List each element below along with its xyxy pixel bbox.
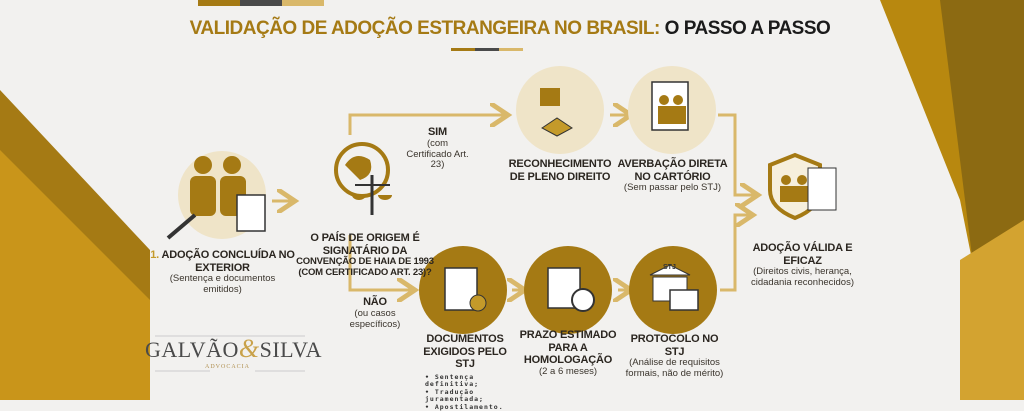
registration-title: AVERBAÇÃO DIRETA NO CARTÓRIO — [617, 158, 728, 183]
left-light-wedge — [0, 150, 150, 400]
page-title: VALIDAÇÃO DE ADOÇÃO ESTRANGEIRA NO BRASI… — [150, 18, 870, 40]
title-part2: O PASSO A PASSO — [664, 18, 831, 39]
diagram-graphics — [0, 0, 1024, 400]
shield-family-checklist-icon — [768, 152, 837, 221]
yes-label: SIM — [428, 126, 447, 138]
question-line2: CONVENÇÃO DE HAIA DE 1993 (COM CERTIFICA… — [296, 256, 434, 279]
step-start-title: ADOÇÃO CONCLUÍDA NO EXTERIOR — [161, 249, 295, 274]
step-registration: AVERBAÇÃO DIRETA NO CARTÓRIO (Sem passar… — [615, 158, 730, 194]
right-bottom-wedge — [960, 220, 1024, 400]
protocol-note: (Análise de requisitos formais, não de m… — [625, 357, 724, 380]
documents-item: • Apostilamento. — [425, 402, 504, 411]
stamp-handshake-icon — [516, 66, 604, 154]
globe-scales-icon — [334, 142, 392, 215]
flow-connectors — [272, 115, 755, 290]
documents-list: • Sentença definitiva; • Tradução jurame… — [425, 372, 515, 411]
company-logo: GALVÃO&SILVA ADVOCACIA — [145, 334, 323, 370]
deadline-note: (2 a 6 meses) — [538, 365, 598, 377]
step-start-note: (Sentença e documentos emitidos) — [169, 273, 276, 296]
step-question: O PAÍS DE ORIGEM É SIGNATÁRIO DA CONVENÇ… — [290, 232, 440, 279]
branch-yes: SIM (com Certificado Art. 23) — [405, 126, 470, 171]
step-number: 1. — [150, 249, 160, 261]
step-protocol: PROTOCOLO NO STJ (Análise de requisitos … — [622, 333, 727, 380]
yes-note: (com Certificado Art. 23) — [406, 137, 469, 171]
documents-item: • Tradução juramentada; — [425, 387, 484, 404]
result-title: ADOÇÃO VÁLIDA E EFICAZ — [752, 242, 853, 267]
recognition-title: RECONHECIMENTO DE PLENO DIREITO — [508, 158, 612, 183]
no-label: NÃO — [363, 296, 387, 308]
step-result: ADOÇÃO VÁLIDA E EFICAZ (Direitos civis, … — [740, 242, 865, 289]
protocol-title: PROTOCOLO NO STJ — [630, 333, 719, 358]
documents-item: • Sentença definitiva; — [425, 372, 480, 389]
result-note: (Direitos civis, herança, cidadania reco… — [751, 266, 854, 289]
step-start: 1. ADOÇÃO CONCLUÍDA NO EXTERIOR (Sentenç… — [150, 249, 295, 296]
title-part1: VALIDAÇÃO DE ADOÇÃO ESTRANGEIRA NO BRASI… — [189, 18, 661, 39]
registration-note: (Sem passar pelo STJ) — [623, 182, 722, 194]
step-documents: DOCUMENTOS EXIGIDOS PELO STJ • Sentença … — [415, 333, 515, 411]
stj-icon-label: STJ — [663, 264, 676, 271]
question-line1: O PAÍS DE ORIGEM É SIGNATÁRIO DA — [310, 232, 420, 257]
no-note: (ou casos específicos) — [349, 307, 401, 330]
documents-title: DOCUMENTOS EXIGIDOS PELO STJ — [423, 333, 507, 371]
branch-no: NÃO (ou casos específicos) — [345, 296, 405, 330]
deadline-title: PRAZO ESTIMADO PARA A HOMOLOGAÇÃO — [519, 329, 617, 367]
step-recognition: RECONHECIMENTO DE PLENO DIREITO — [505, 158, 615, 183]
logo-subtitle: ADVOCACIA — [205, 364, 250, 370]
step-deadline: PRAZO ESTIMADO PARA A HOMOLOGAÇÃO (2 a 6… — [518, 329, 618, 378]
